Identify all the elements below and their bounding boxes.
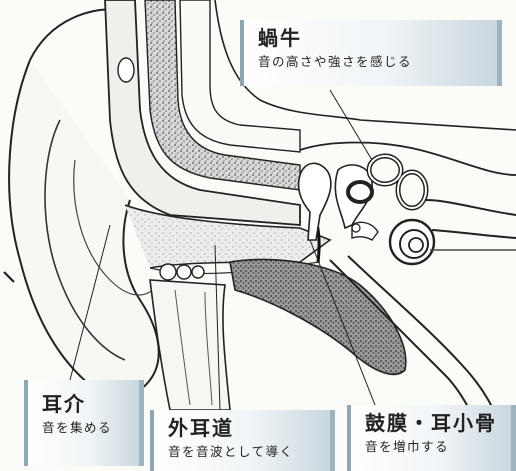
cochlea-label-description: 音の高さや強さを感じる — [258, 53, 489, 71]
eardrum-ossicles-label: 鼓膜・耳小骨 音を増巾する — [347, 405, 516, 471]
ear-canal-label-description: 音を音波として導く — [168, 443, 322, 461]
semicircular-canal-inner — [398, 172, 426, 208]
pinna-label-description: 音を集める — [42, 419, 131, 437]
semicircular-canal-inner — [369, 156, 401, 184]
cartilage-bump — [177, 265, 191, 279]
cochlea-label: 蝸牛 音の高さや強さを感じる — [240, 20, 502, 86]
ear-canal-label-title: 外耳道 — [168, 416, 322, 440]
cartilage-bump — [192, 266, 204, 278]
eardrum-ossicles-label-description: 音を増巾する — [365, 438, 503, 456]
pinna-label-title: 耳介 — [42, 392, 131, 416]
scan-mark — [4, 272, 14, 282]
pinna-label: 耳介 音を集める — [24, 380, 144, 466]
eardrum-ossicles-label-title: 鼓膜・耳小骨 — [365, 411, 503, 435]
cochlea-leader-line — [330, 90, 372, 160]
incus — [335, 165, 372, 228]
bone-cavity — [118, 58, 134, 82]
ear-canal-label: 外耳道 音を音波として導く — [150, 410, 335, 471]
dark-bone-mass — [230, 259, 406, 374]
auditory-nerve — [425, 200, 516, 215]
cartilage-bump — [160, 264, 176, 280]
cochlea-label-title: 蝸牛 — [258, 26, 489, 50]
cochlea-spiral — [409, 238, 423, 252]
ossicle-joint — [352, 224, 360, 232]
auditory-nerve — [432, 230, 516, 238]
